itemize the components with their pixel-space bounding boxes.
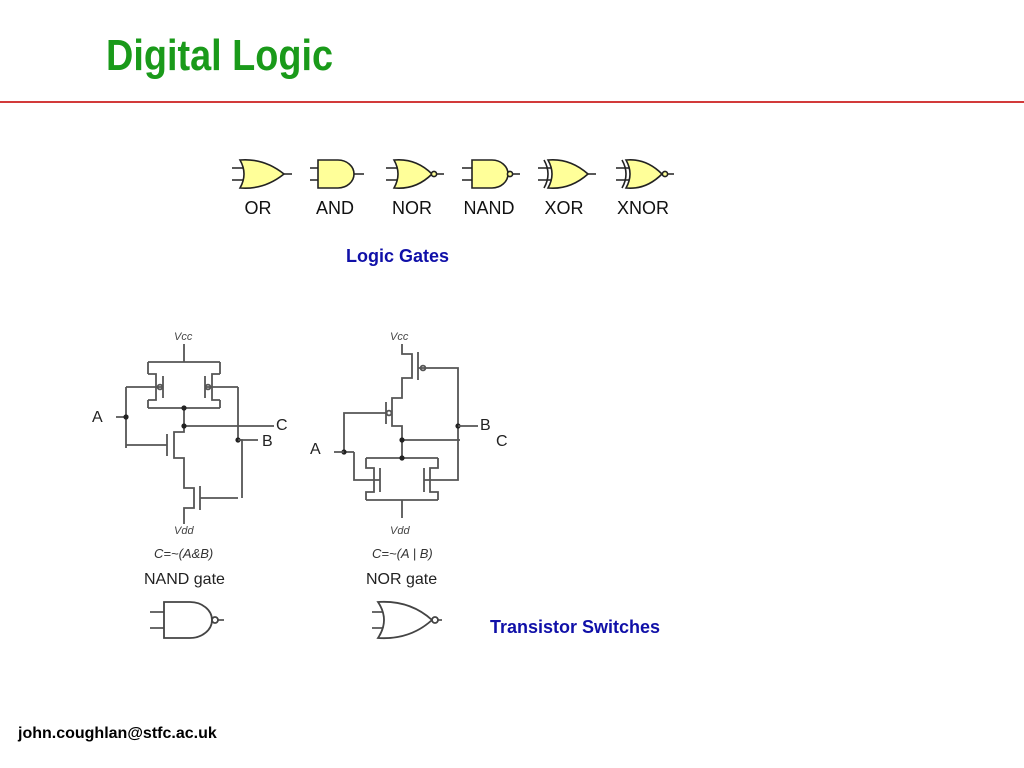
gate-label-xor: XOR: [544, 198, 583, 218]
nor-expression: C=~(A | B): [372, 546, 433, 561]
logic-gates-row: OR AND NOR NAND XOR XNOR: [232, 158, 674, 218]
nor-vcc-label: Vcc: [390, 331, 409, 343]
title-divider: [0, 101, 1024, 103]
or-gate-symbol: [232, 158, 292, 190]
xor-gate-symbol: [538, 158, 596, 190]
gate-label-xnor: XNOR: [617, 198, 669, 218]
gate-label-or: OR: [245, 198, 272, 218]
nand-expression: C=~(A&B): [154, 546, 213, 561]
nand-input-b-label: B: [262, 433, 273, 450]
nor-gate-symbol: [386, 158, 444, 190]
nand-transistor-circuit: Vcc Vdd A C B C=~(A&B) NAND gate: [92, 331, 288, 588]
nand-input-a-label: A: [92, 409, 103, 426]
nand-output-c-label: C: [276, 417, 288, 434]
nor-input-a-label: A: [310, 441, 321, 458]
nor-transistor-circuit: Vcc Vdd A B C C=~(A | B) NOR gate: [310, 331, 508, 588]
transistor-circuits: Vcc Vdd A C B C=~(A&B) NAND gate Vcc Vdd…: [92, 331, 508, 640]
nand-gate-symbol: [462, 159, 520, 189]
and-gate-symbol: [310, 159, 364, 189]
logic-gates-caption: Logic Gates: [346, 246, 450, 266]
nand-vcc-label: Vcc: [174, 331, 193, 343]
author-email: john.coughlan@stfc.ac.uk: [18, 725, 217, 742]
nor-gate-name: NOR gate: [366, 571, 437, 588]
nor-vdd-label: Vdd: [390, 525, 410, 537]
gate-label-nor: NOR: [392, 198, 432, 218]
gate-label-nand: NAND: [463, 198, 514, 218]
nor-gate-white-symbol: [372, 600, 442, 640]
xnor-gate-symbol: [616, 158, 674, 190]
slide-title: Digital Logic: [106, 31, 334, 80]
nand-gate-name: NAND gate: [144, 571, 225, 588]
nand-gate-white-symbol: [150, 601, 224, 639]
transistor-switches-caption: Transistor Switches: [490, 617, 661, 637]
nor-input-b-label: B: [480, 417, 491, 434]
nand-vdd-label: Vdd: [174, 525, 194, 537]
nor-output-c-label: C: [496, 433, 508, 450]
gate-label-and: AND: [316, 198, 354, 218]
